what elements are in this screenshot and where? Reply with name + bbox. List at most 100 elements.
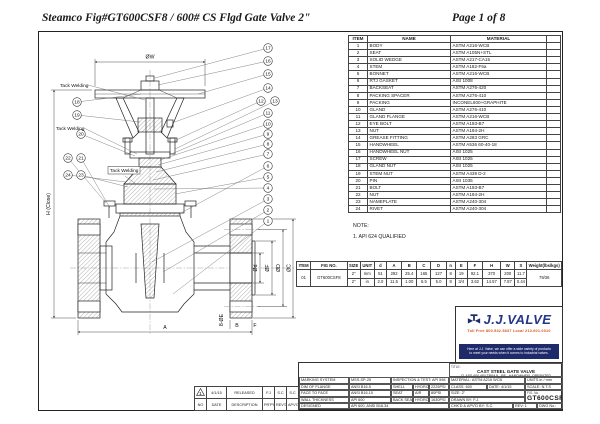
- part-material: ASTM A194-2H: [450, 191, 547, 200]
- note-block: NOTE: 1. API 624 QUALIFIED: [353, 221, 406, 243]
- part-name: BODY: [367, 42, 451, 51]
- part-item-no: 21: [348, 183, 368, 193]
- svg-text:5: 5: [267, 175, 270, 181]
- part-name: BONNET: [367, 70, 451, 79]
- part-material: ASTM A276-410: [450, 91, 547, 100]
- part-qty: [546, 56, 561, 65]
- balloon-17: 17: [154, 43, 273, 79]
- dim-label-ØF: ØF: [265, 264, 271, 271]
- dims-header-cell: B: [401, 260, 418, 271]
- part-qty: [546, 176, 561, 185]
- part-name: NUT: [367, 191, 451, 200]
- balloon-10: 10: [159, 119, 273, 161]
- part-name: PACKING: [367, 98, 451, 107]
- parts-row: 17 SCREW AISI 1025: [348, 155, 561, 164]
- part-item-no: 5: [348, 70, 368, 79]
- part-name: SEAT: [367, 49, 451, 58]
- svg-text:1: 1: [267, 219, 270, 225]
- part-qty: [546, 127, 561, 136]
- balloon-23: 23: [76, 170, 129, 188]
- revision-footer-cell: NO: [194, 398, 207, 411]
- part-item-no: 7: [348, 84, 368, 93]
- part-item-no: 16: [348, 148, 368, 157]
- page-indicator: Page 1 of 8: [452, 12, 506, 24]
- parts-col-qty: [546, 34, 561, 44]
- part-material: AISI 1008: [450, 77, 547, 86]
- svg-text:14: 14: [265, 86, 271, 92]
- part-name: SCREW: [367, 155, 451, 164]
- parts-row: 10 GLAND ASTM A276-410: [348, 105, 561, 115]
- part-qty: [546, 63, 561, 72]
- part-item-no: 4: [348, 63, 368, 72]
- sheet-frame: [38, 31, 563, 411]
- parts-col-name: NAME: [367, 34, 451, 44]
- part-qty: [546, 141, 561, 150]
- balloon-18: 18: [72, 93, 142, 107]
- part-qty: [546, 98, 561, 107]
- dims-header-cell: d: [373, 260, 387, 271]
- svg-text:16: 16: [265, 59, 271, 65]
- part-material: ASTM A216-WCB: [450, 70, 547, 79]
- parts-header-row: ITEM NAME MATERIAL: [348, 34, 561, 44]
- part-material: ASTM A240-304: [450, 198, 547, 207]
- dims-header-cell: E: [454, 260, 468, 271]
- svg-text:10: 10: [265, 122, 271, 128]
- balloon-19: 19: [72, 110, 141, 123]
- part-name: GREASE FITTING: [367, 134, 451, 143]
- part-item-no: 18: [348, 162, 368, 171]
- tb-dwg-no: DWG No.:: [537, 403, 563, 410]
- balloon-14: 14: [171, 83, 273, 124]
- dim-label-ØW: ØW: [146, 55, 155, 61]
- part-material: ASTM A276-420: [450, 84, 547, 93]
- part-item-no: 6: [348, 77, 368, 86]
- part-material: ASTM A216-WCB: [450, 42, 547, 51]
- parts-row: 11 GLAND FLANGE ASTM A216-WCB: [348, 113, 561, 122]
- dims-item: 01: [295, 269, 312, 288]
- part-material: ASTM A193-B7: [450, 183, 547, 193]
- balloon-4: 4: [153, 183, 273, 193]
- part-item-no: 13: [348, 127, 368, 136]
- svg-text:3: 3: [267, 197, 270, 203]
- parts-row: 18 GLAND NUT AISI 1025: [348, 162, 561, 171]
- dims-header-cell: H: [481, 260, 502, 271]
- parts-row: 21 BOLT ASTM A193-B7: [348, 183, 561, 193]
- parts-table: ITEM NAME MATERIAL 1 BODY ASTM A216-WCB …: [348, 34, 561, 214]
- part-item-no: 3: [348, 56, 368, 65]
- parts-row: 4 STEM ASTM A182-F6a: [348, 63, 561, 72]
- dims-header-cell: SIZE: [346, 260, 361, 271]
- tb-drawn-by: DRAWN BY: F.J.: [449, 396, 525, 403]
- balloon-5: 5: [174, 172, 273, 195]
- tb-marking-label: MARKING SYSTEM: [299, 377, 349, 384]
- part-material: ASTM A240-304: [450, 205, 547, 214]
- tb-chk: CHK'D & APV'D BY: S.C.: [449, 403, 513, 410]
- note-label: NOTE:: [353, 223, 369, 229]
- part-name: NAMEPLATE: [367, 198, 451, 207]
- valve-logo-icon: [467, 313, 480, 323]
- part-qty: [546, 183, 561, 193]
- balloon-15: 15: [197, 69, 273, 95]
- part-qty: [546, 70, 561, 79]
- svg-text:23: 23: [78, 173, 84, 179]
- dims-row-in: 2" in 2.0 11.5 1.00 6.5 5.0 8 3/4 3.62 1…: [297, 277, 562, 288]
- note-item: 1. API 624 QUALIFIED: [353, 233, 406, 240]
- balloon-13: 13: [174, 96, 280, 150]
- dims-header-cell: C: [416, 260, 432, 271]
- svg-text:12: 12: [258, 99, 264, 105]
- dims-header-cell: W: [500, 260, 516, 271]
- part-qty: [546, 120, 561, 129]
- part-qty: [546, 148, 561, 157]
- part-material: ASTM A193-B7: [450, 120, 547, 129]
- dims-row-mm: 01 GT600CSF8 2" mm 51 292 25.4 165 127 8…: [295, 269, 562, 288]
- parts-row: 3 SOLID WEDGE ASTM A217-CA15: [348, 56, 561, 65]
- svg-text:18: 18: [74, 100, 80, 106]
- revision-mark: 1: [194, 386, 207, 399]
- dims-header-cell: D: [430, 260, 447, 271]
- svg-text:6: 6: [267, 164, 270, 170]
- sheet-title: Steamco Fig#GT600CSF8 / 600# CS Flgd Gat…: [42, 12, 311, 24]
- balloon-6: 6: [178, 161, 273, 215]
